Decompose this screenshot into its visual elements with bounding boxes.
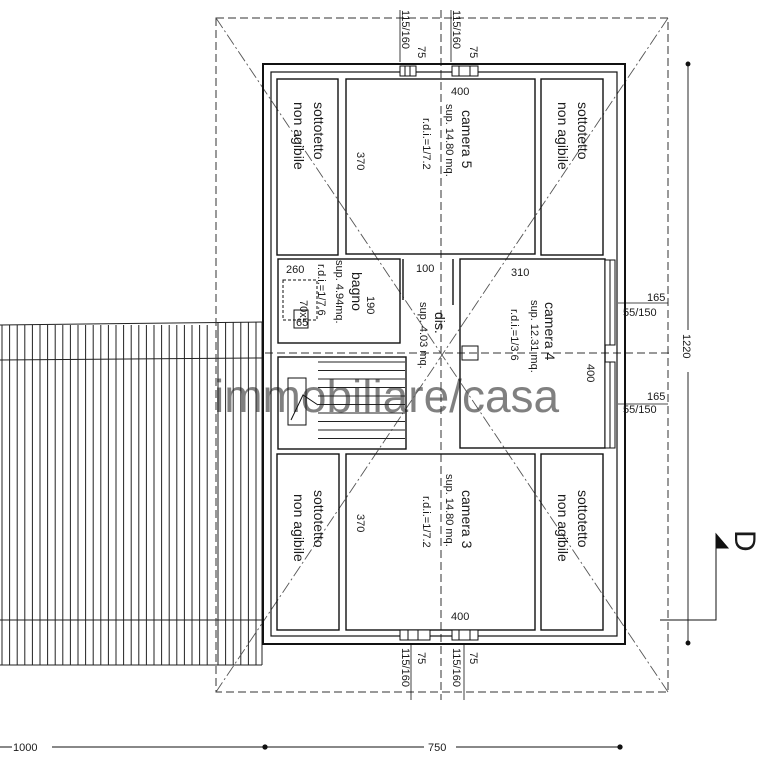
camera4-width: 310	[511, 267, 529, 279]
bagno-rdi: r.d.i.=1/7.6	[315, 264, 327, 316]
roof-outline	[215, 10, 670, 700]
camera3-depth: 370	[354, 514, 366, 532]
camera5-name: camera 5	[459, 110, 475, 169]
window-right-lower-a: 165	[647, 391, 665, 403]
window-bottom-right-width: 75	[467, 652, 479, 664]
dis-area: sup. 4.03 mq.	[417, 302, 429, 369]
bathroom-fixtures	[282, 279, 318, 329]
window-bottom	[399, 629, 479, 641]
camera4-rdi: r.d.i.=1/3.6	[508, 309, 520, 361]
section-mark-label: D	[728, 530, 759, 552]
window-right	[604, 259, 616, 449]
camera4-depth: 400	[584, 364, 596, 382]
roof-ridges	[215, 17, 669, 693]
bagno-fixture-a: 70x	[297, 300, 309, 318]
camera4-area: sup. 12.31 mq.	[528, 300, 540, 373]
camera5-rdi: r.d.i.=1/7.2	[420, 118, 432, 170]
window-bottom-right-size: 115/160	[450, 648, 462, 687]
sottotetto-bl-line2: non agibile	[291, 494, 307, 562]
stair-treads	[318, 361, 405, 439]
duct	[461, 345, 479, 361]
camera3-width: 400	[451, 611, 469, 623]
sottotetto-tl-line2: non agibile	[291, 102, 307, 170]
sottotetto-br-line1: sottotetto	[575, 490, 591, 548]
sottotetto-tr-line1: sottotetto	[575, 102, 591, 160]
sottotetto-tl-line1: sottotetto	[311, 102, 327, 160]
outer-walls	[262, 63, 626, 645]
window-top	[399, 65, 479, 77]
bagno-area: sup. 4.94mq.	[333, 260, 345, 324]
section-mark	[660, 532, 730, 621]
window-right-upper-b: 55/150	[623, 307, 657, 319]
sottotetto-br-line2: non agibile	[555, 494, 571, 562]
stair-arrow	[287, 377, 319, 426]
camera5-width: 400	[451, 86, 469, 98]
window-bottom-left-size: 115/160	[399, 648, 411, 687]
camera3-rdi: r.d.i.=1/7.2	[420, 496, 432, 548]
bagno-name: bagno	[349, 272, 365, 311]
bagno-width: 260	[286, 264, 304, 276]
window-bottom-left-width: 75	[415, 652, 427, 664]
camera5-area: sup. 14.80 mq.	[443, 104, 455, 177]
window-right-lower-b: 55/150	[623, 404, 657, 416]
camera4-name: camera 4	[542, 302, 558, 361]
dis-width: 100	[416, 263, 434, 275]
sottotetto-tr-line2: non agibile	[555, 102, 571, 170]
dimension-bottom-left: 1000	[13, 742, 37, 754]
bagno-fixture-b: 65	[296, 317, 308, 329]
camera3-name: camera 3	[459, 490, 475, 549]
window-top-right-size: 115/160	[450, 10, 462, 49]
roof-hatch	[0, 321, 263, 666]
dis-name: dis.	[432, 312, 448, 334]
bagno-depth: 190	[364, 296, 376, 314]
window-top-right-width: 75	[467, 46, 479, 58]
window-top-left-width: 75	[415, 46, 427, 58]
bottom-dimension-line	[0, 744, 623, 750]
camera5-depth: 370	[354, 152, 366, 170]
overall-height: 1220	[680, 334, 692, 358]
camera3-area: sup. 14.80 mq.	[443, 474, 455, 547]
sottotetto-bl-line1: sottotetto	[311, 490, 327, 548]
window-right-upper-a: 165	[647, 292, 665, 304]
interior-walls	[276, 78, 606, 631]
window-top-left-size: 115/160	[399, 10, 411, 49]
dimension-bottom-right: 750	[428, 742, 446, 754]
